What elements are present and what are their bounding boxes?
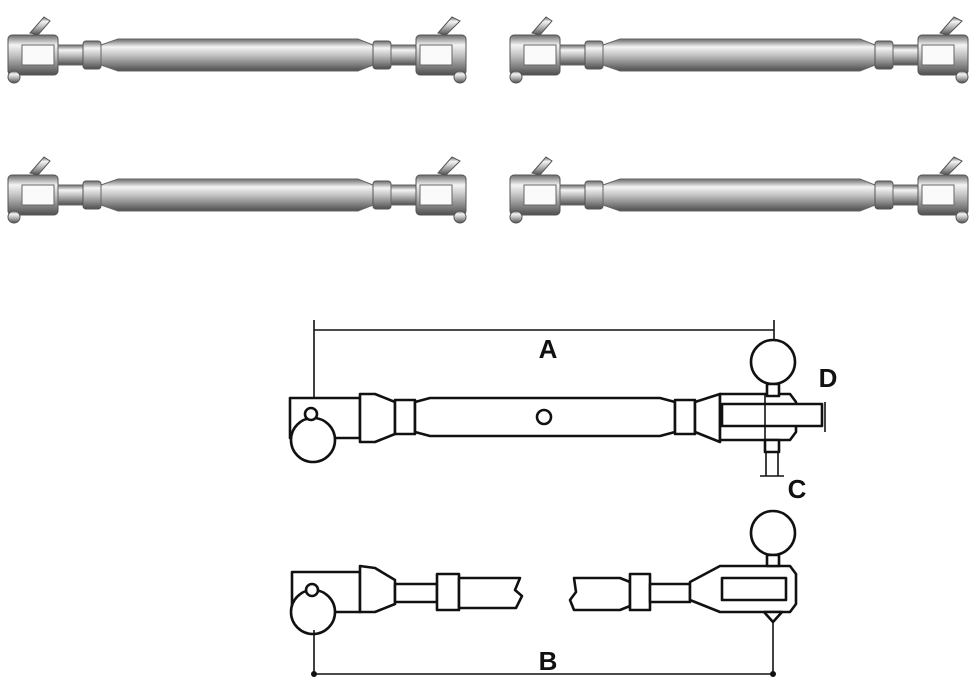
turnbuckle-photo-4 [509,156,969,224]
turnbuckle-drawing-full: D C [288,338,838,504]
turnbuckle-photo-3 [7,156,467,224]
label-d: D [819,363,838,393]
dimension-a: A [313,320,775,400]
turnbuckle-photo-1 [7,16,467,84]
turnbuckle-photo-2 [509,16,969,84]
label-b: B [539,646,558,676]
label-a: A [539,334,558,364]
turnbuckle-drawing-closed: B [289,509,798,677]
dimension-diagram: A D C [288,320,838,677]
label-c: C [788,474,807,504]
